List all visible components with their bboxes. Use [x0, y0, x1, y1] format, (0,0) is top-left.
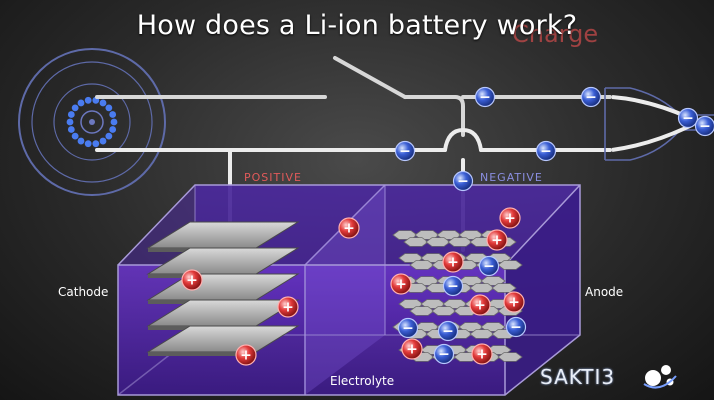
positive-ion-sign: + — [491, 233, 503, 249]
wheel-dot — [71, 104, 79, 112]
negative-ion-sign: − — [483, 259, 495, 275]
cathode-plates — [146, 221, 300, 356]
negative-ion — [694, 115, 714, 137]
negative-ion-sign: − — [447, 279, 459, 295]
positive-ion — [499, 207, 521, 229]
negative-ion — [505, 316, 527, 338]
wheel-dot — [66, 118, 74, 126]
positive-ion — [401, 338, 423, 360]
page-title: How does a Li-ion battery work? — [136, 10, 578, 41]
negative-ion-sign: − — [479, 90, 491, 106]
wheel-dot — [109, 126, 117, 133]
wheel-dot — [99, 137, 107, 145]
wheel-dot — [92, 140, 100, 148]
positive-ion-sign: + — [343, 221, 355, 237]
negative-ion-sign: − — [699, 119, 711, 135]
graphite-hex — [469, 329, 495, 339]
cathode-label: Cathode — [58, 285, 109, 299]
negative-ion — [394, 140, 416, 162]
negative-ion — [397, 317, 419, 339]
wheel-dot — [84, 140, 92, 148]
positive-ion — [503, 291, 525, 313]
negative-ion-sign: − — [438, 347, 450, 363]
positive-ion — [338, 217, 360, 239]
graphite-hex — [491, 283, 517, 293]
negative-ion-sign: − — [682, 111, 694, 127]
positive-ion-sign: + — [282, 300, 294, 316]
electrolyte-label: Electrolyte — [330, 374, 395, 388]
positive-ion — [277, 296, 299, 318]
negative-ion — [452, 170, 474, 192]
positive-ion-sign: + — [447, 255, 459, 271]
positive-ion-sign: + — [504, 211, 516, 227]
negative-ion — [478, 255, 500, 277]
wheel-dot — [77, 99, 85, 107]
positive-ion-sign: + — [508, 295, 520, 311]
negative-ion — [580, 86, 602, 108]
graphite-hex — [469, 283, 495, 293]
positive-ion — [471, 343, 493, 365]
wheel-dot — [71, 132, 79, 140]
negative-ion — [437, 320, 459, 342]
negative-ion — [474, 86, 496, 108]
positive-ion — [486, 229, 508, 251]
graphite-hex — [403, 237, 429, 247]
graphite-hex — [431, 306, 457, 316]
negative-ion-sign: − — [540, 144, 552, 160]
positive-ion — [390, 273, 412, 295]
charge-label: Charge — [512, 20, 599, 48]
positive-ion-sign: + — [406, 342, 418, 358]
graphite-hex — [447, 237, 473, 247]
anode-label: Anode — [585, 285, 624, 299]
negative-label: NEGATIVE — [480, 171, 543, 184]
wheel-dot — [105, 132, 113, 140]
graphite-hex — [425, 237, 451, 247]
graphite-hex — [497, 352, 523, 362]
positive-ion-sign: + — [186, 273, 198, 289]
negative-ion — [535, 140, 557, 162]
negative-ion-sign: − — [442, 324, 454, 340]
wheel-dot — [99, 99, 107, 107]
ions: −−−−−−−++++++++++++−−−−−− — [181, 86, 714, 366]
negative-ion-sign: − — [402, 321, 414, 337]
negative-ion — [677, 107, 699, 129]
negative-ion-sign: − — [510, 320, 522, 336]
cathode-plate-edge — [148, 352, 256, 356]
negative-ion — [442, 275, 464, 297]
graphite-hex — [409, 306, 435, 316]
brand-wordmark: SAKTI3 — [540, 365, 616, 389]
wheel-dot — [77, 137, 85, 145]
positive-ion — [181, 269, 203, 291]
graphite-hex — [497, 260, 523, 270]
positive-ion — [442, 251, 464, 273]
switch-wires — [95, 56, 612, 137]
wheel-dot — [67, 126, 75, 133]
negative-ion-sign: − — [457, 174, 469, 190]
positive-ion-sign: + — [395, 277, 407, 293]
graphite-hex — [409, 260, 435, 270]
wheel-dot — [84, 96, 92, 104]
positive-ion — [235, 344, 257, 366]
negative-ion — [433, 343, 455, 365]
negative-ion-sign: − — [585, 90, 597, 106]
positive-ion — [469, 294, 491, 316]
positive-ion-sign: + — [474, 298, 486, 314]
wheel-dot — [109, 111, 117, 118]
wheel-dot — [105, 104, 113, 112]
positive-ion-sign: + — [476, 347, 488, 363]
wheel-dot — [110, 118, 118, 126]
positive-ion-sign: + — [240, 348, 252, 364]
negative-ion-sign: − — [399, 144, 411, 160]
wheel-dot — [67, 111, 75, 118]
sakti3-logo-icon — [643, 365, 677, 389]
positive-label: POSITIVE — [244, 171, 302, 184]
motor-wheel-icon — [18, 48, 166, 196]
